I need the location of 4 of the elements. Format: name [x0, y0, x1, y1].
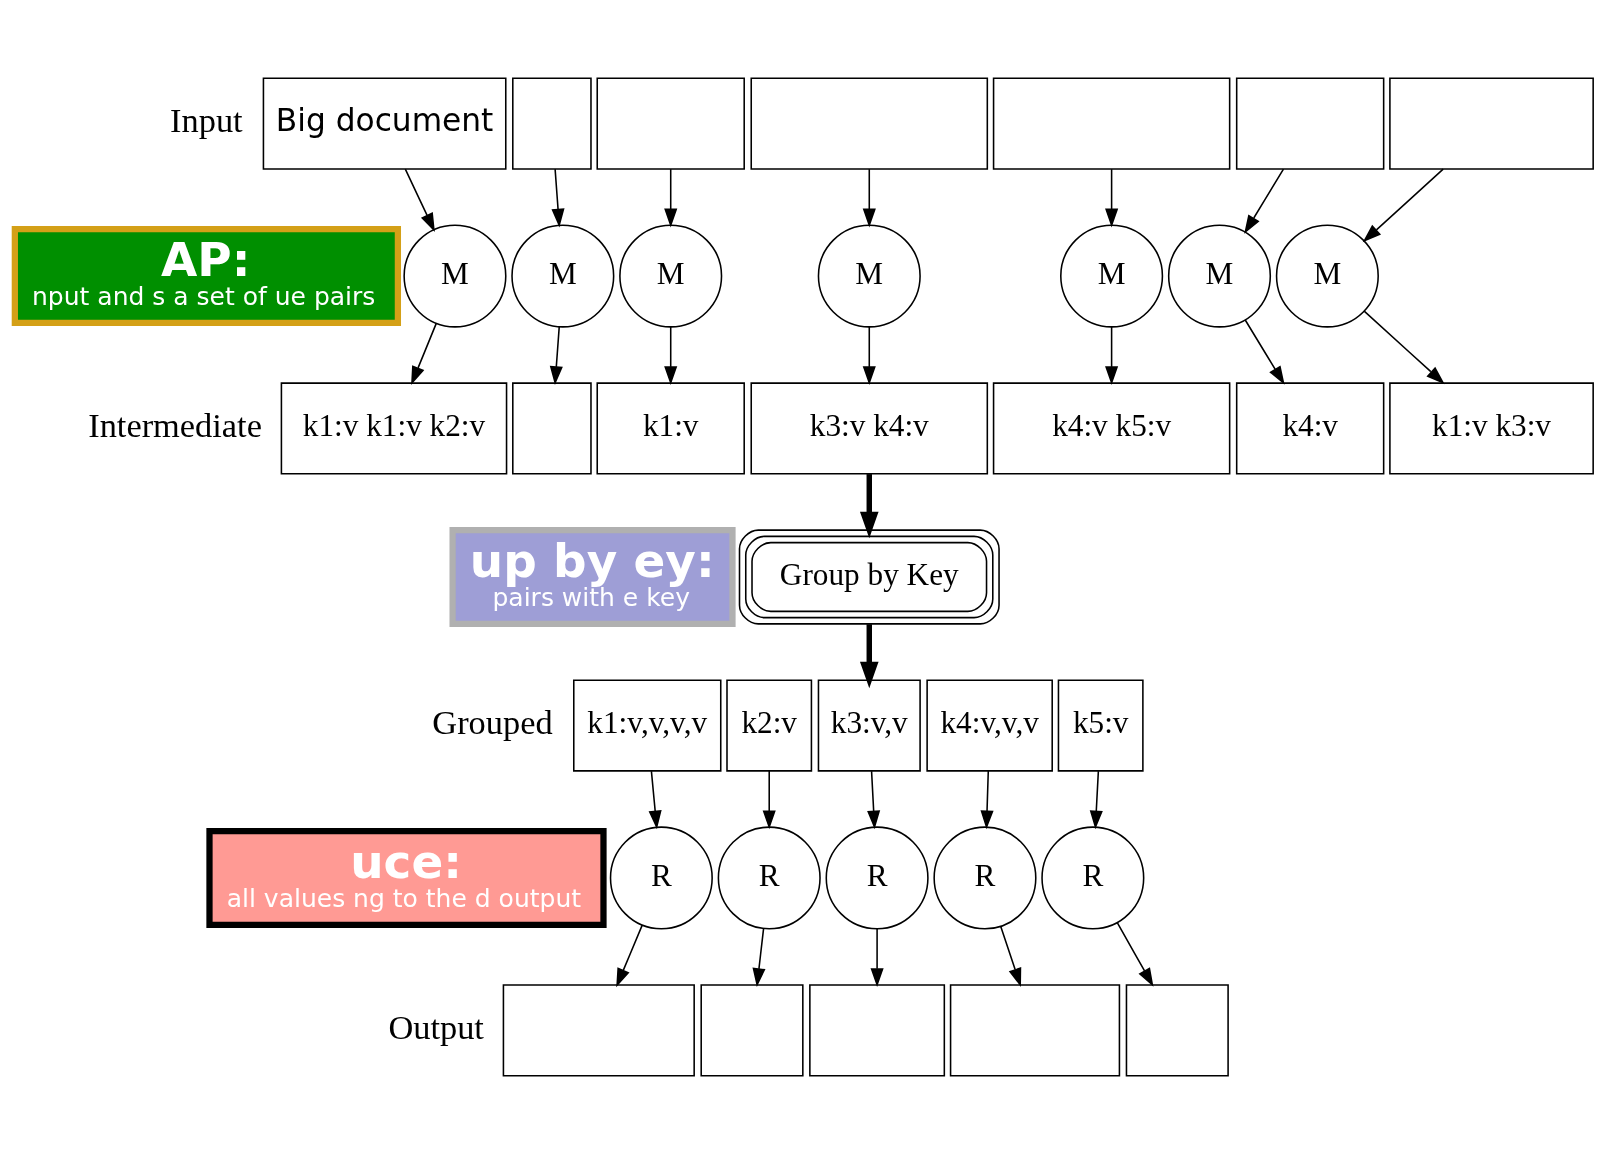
label: Output: [388, 1007, 484, 1046]
label: Input: [170, 100, 243, 139]
label: Intermediate: [88, 405, 262, 444]
label: Grouped: [432, 702, 553, 741]
